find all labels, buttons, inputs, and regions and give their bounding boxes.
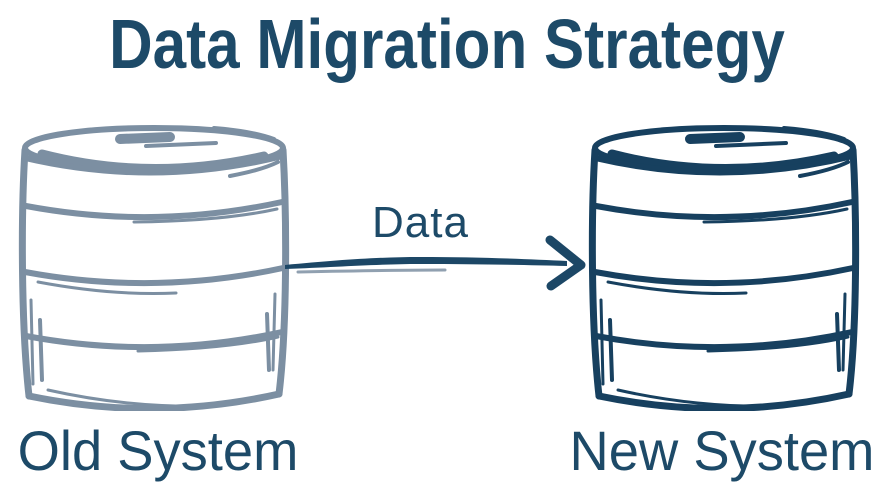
arrow-head bbox=[545, 235, 586, 291]
database-cylinder-icon bbox=[588, 124, 860, 411]
arrow-echo-stroke bbox=[296, 268, 447, 274]
new-system-label: New System bbox=[569, 419, 875, 482]
data-flow-label: Data bbox=[372, 198, 469, 247]
old-system-label: Old System bbox=[17, 419, 299, 482]
old-system-node: Old System bbox=[8, 124, 308, 483]
new-system-node: New System bbox=[563, 124, 881, 483]
database-cylinder-icon bbox=[18, 124, 290, 411]
migration-arrow-icon bbox=[285, 235, 586, 291]
page-title: Data Migration Strategy bbox=[109, 5, 785, 83]
arrow-shaft bbox=[285, 257, 567, 269]
